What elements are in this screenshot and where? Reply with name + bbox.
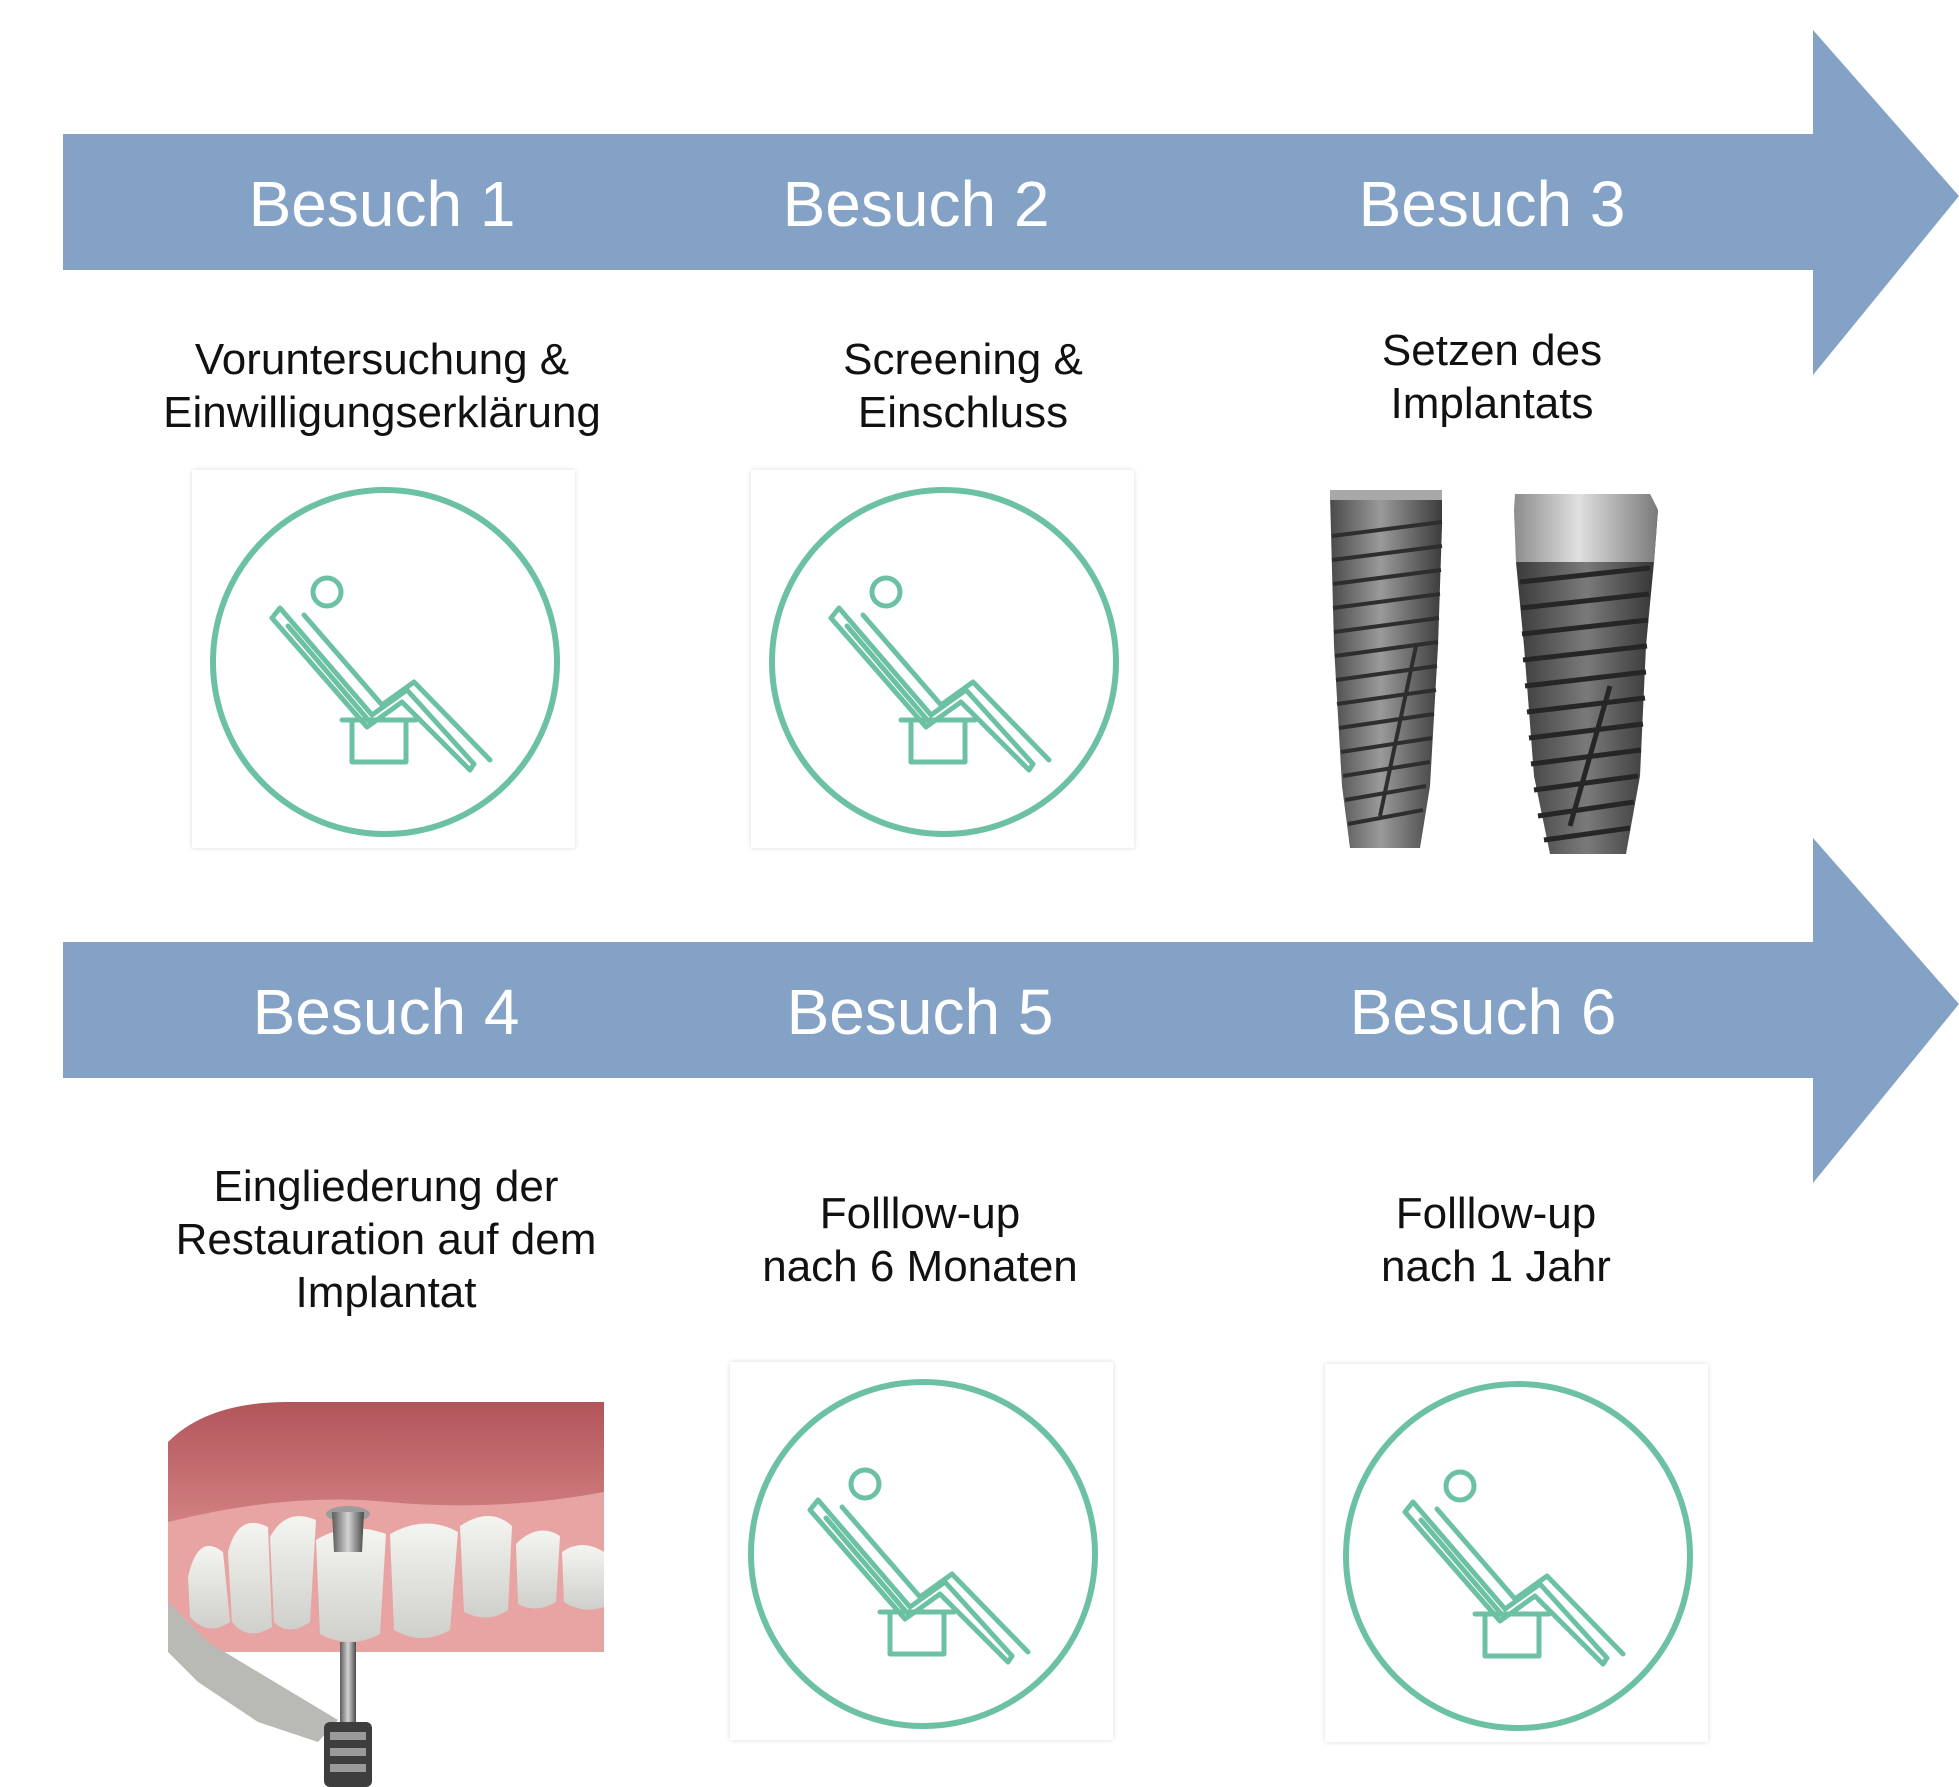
description-line: Folllow-up bbox=[1395, 1189, 1597, 1238]
dental-chair-icon bbox=[210, 487, 560, 837]
description-line: Screening & bbox=[843, 335, 1083, 384]
visit-description-5: Folllow-up nach 6 Monaten bbox=[640, 1187, 1200, 1293]
timeline-arrow-1 bbox=[63, 30, 1959, 375]
visit-label-6: Besuch 6 bbox=[1349, 976, 1617, 1048]
visit-label-2: Besuch 2 bbox=[782, 168, 1050, 240]
description-line: Restauration auf dem bbox=[175, 1215, 597, 1264]
description-line: Implantat bbox=[295, 1268, 477, 1317]
description-line: nach 6 Monaten bbox=[762, 1242, 1078, 1291]
description-line: Folllow-up bbox=[819, 1189, 1021, 1238]
description-line: Implantats bbox=[1390, 379, 1594, 428]
visit-description-1: Voruntersuchung & Einwilligungserklärung bbox=[102, 333, 662, 439]
implant-restoration-photo bbox=[168, 1402, 604, 1787]
dental-chair-icon bbox=[769, 487, 1119, 837]
description-line: Eingliederung der bbox=[213, 1162, 559, 1211]
dental-chair-card-6 bbox=[1325, 1364, 1708, 1742]
visit-label-5: Besuch 5 bbox=[786, 976, 1054, 1048]
dental-chair-card-2 bbox=[751, 470, 1134, 848]
visit-description-3: Setzen des Implantats bbox=[1212, 324, 1772, 430]
visit-label-3: Besuch 3 bbox=[1358, 168, 1626, 240]
dental-implants-photo bbox=[1320, 486, 1670, 858]
dental-chair-icon bbox=[1343, 1381, 1693, 1731]
visit-label-4: Besuch 4 bbox=[252, 976, 520, 1048]
visit-label-1: Besuch 1 bbox=[248, 168, 516, 240]
dental-chair-icon bbox=[748, 1379, 1098, 1729]
description-line: Einschluss bbox=[857, 388, 1069, 437]
description-line: Voruntersuchung & bbox=[194, 335, 570, 384]
dental-chair-card-1 bbox=[192, 470, 575, 848]
description-line: nach 1 Jahr bbox=[1381, 1242, 1611, 1291]
visit-description-6: Folllow-up nach 1 Jahr bbox=[1216, 1187, 1776, 1293]
description-line: Setzen des bbox=[1381, 326, 1603, 375]
dental-chair-card-5 bbox=[730, 1362, 1113, 1740]
timeline-arrow-2 bbox=[63, 838, 1959, 1183]
visit-description-2: Screening & Einschluss bbox=[683, 333, 1243, 439]
visit-description-4: Eingliederung der Restauration auf dem I… bbox=[106, 1160, 666, 1319]
description-line: Einwilligungserklärung bbox=[163, 388, 601, 437]
